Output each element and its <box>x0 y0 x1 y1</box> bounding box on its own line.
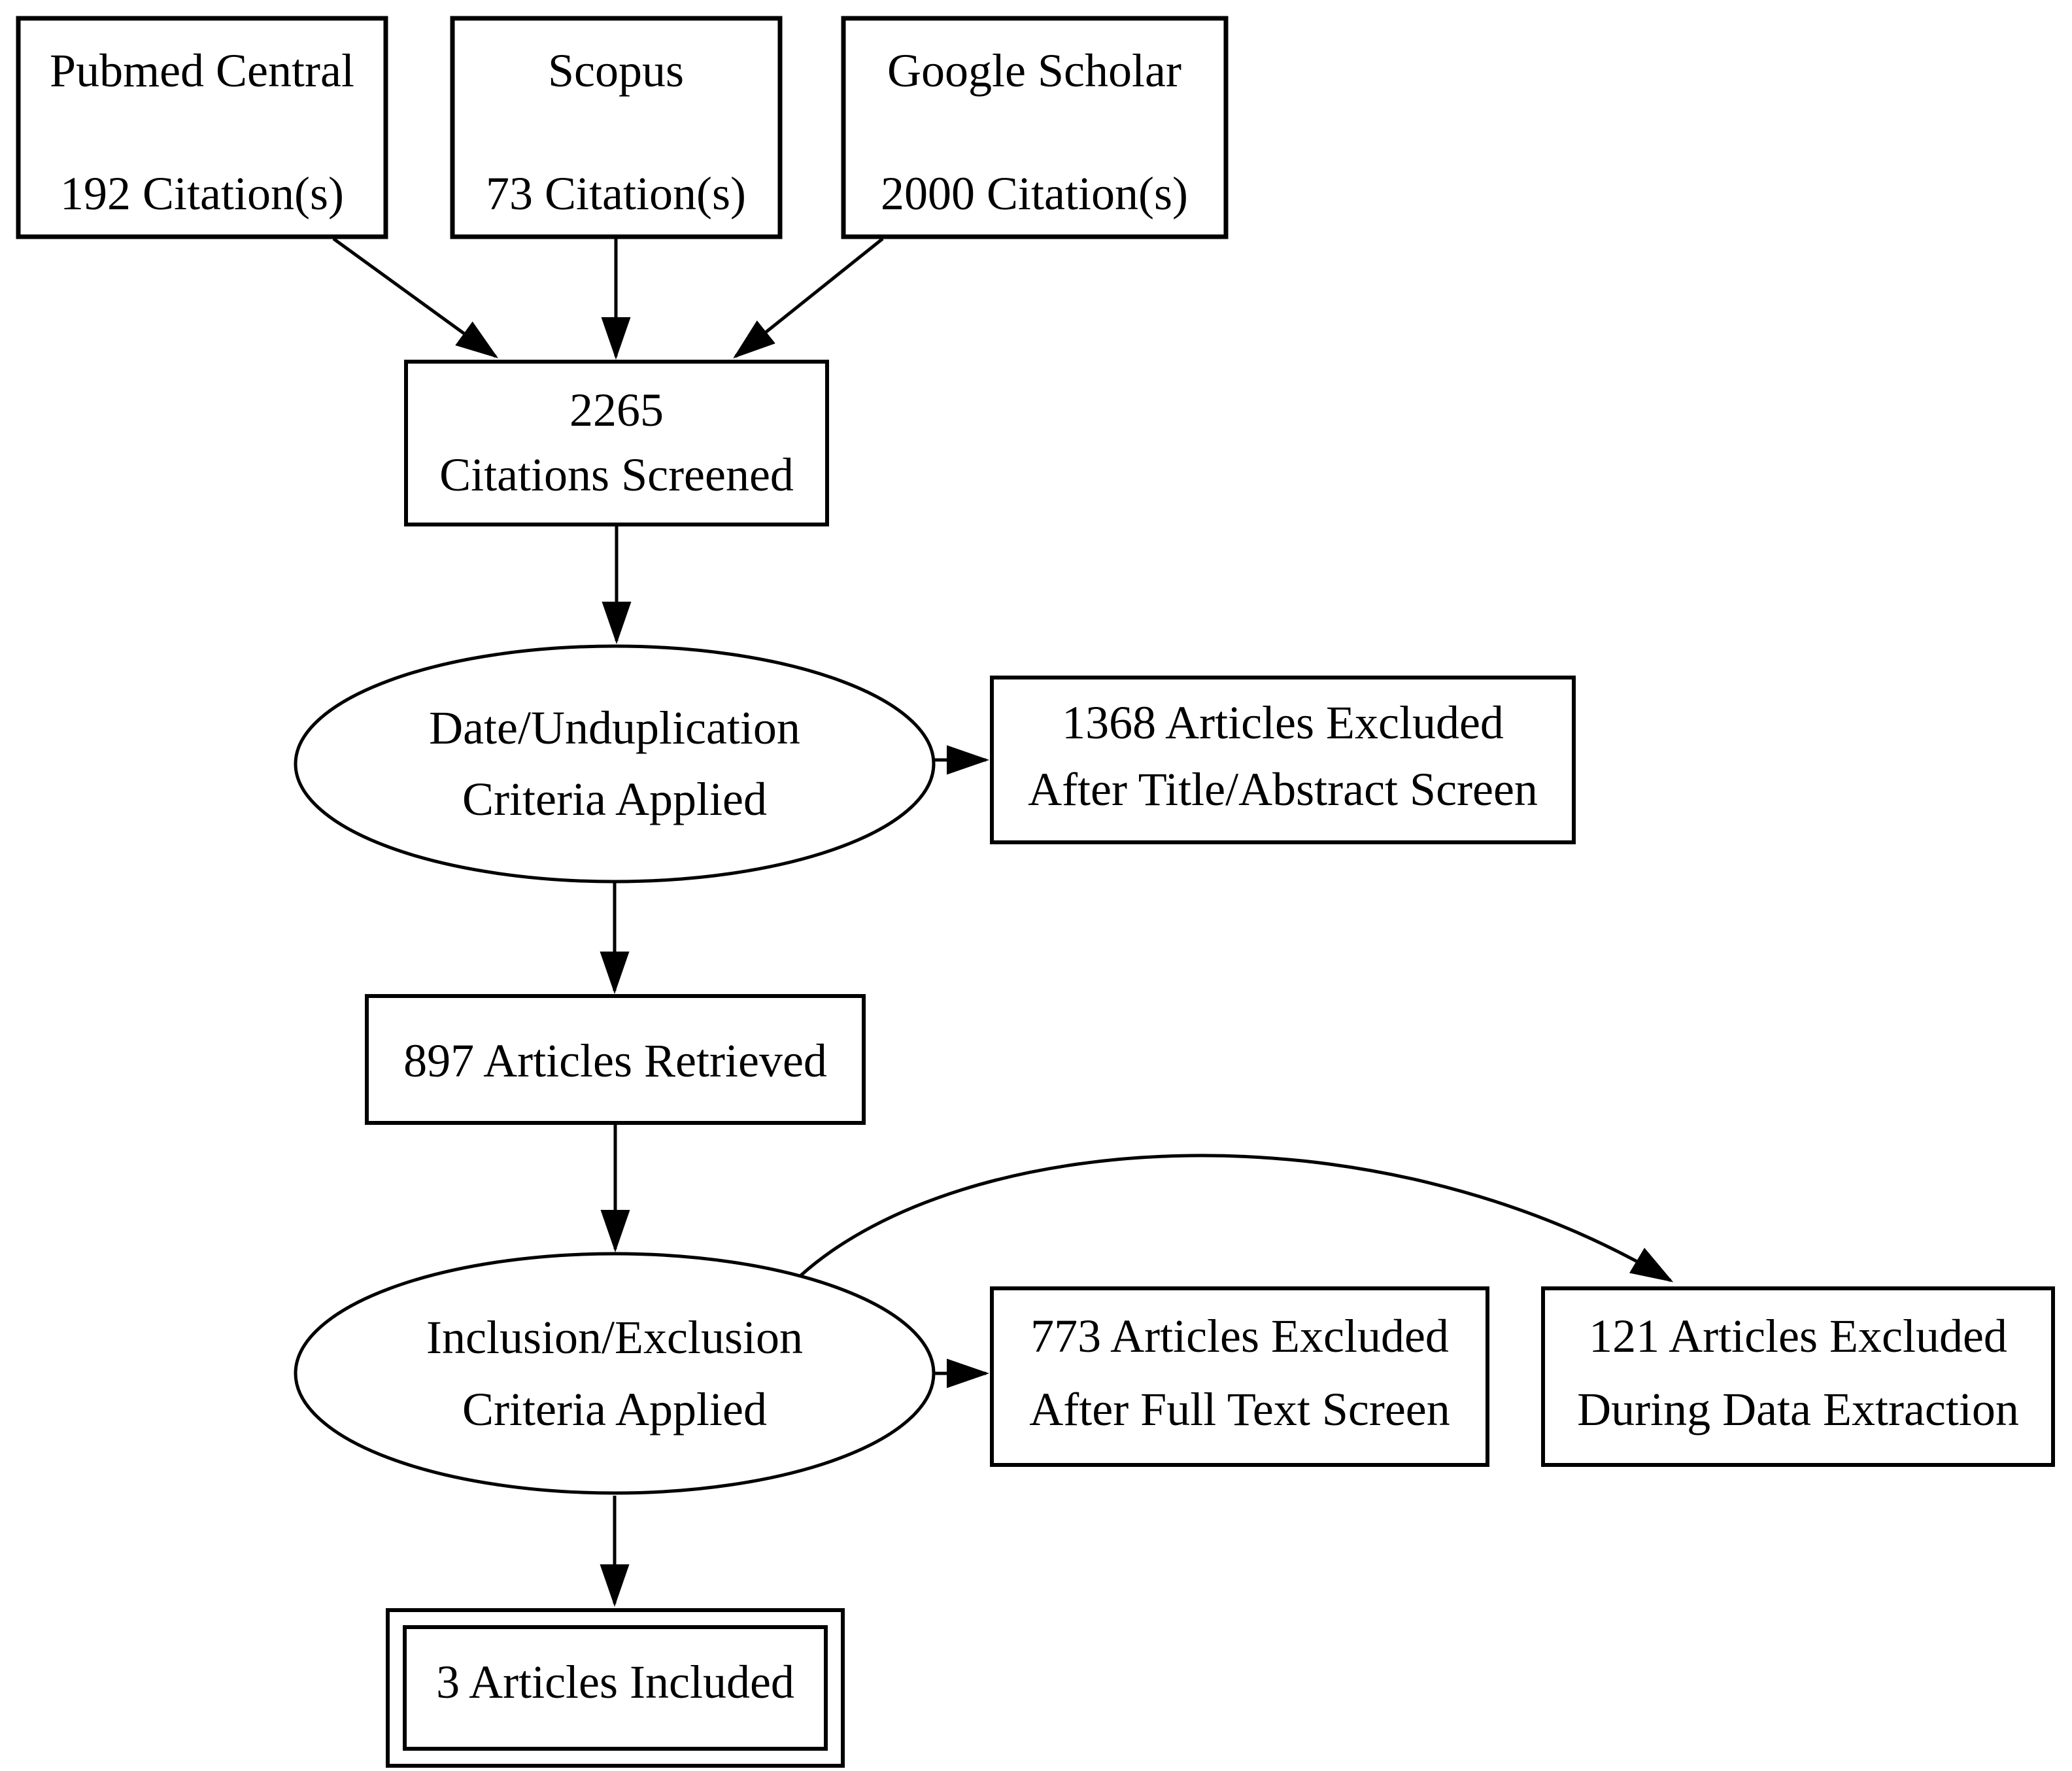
pubmed-box <box>16 16 388 239</box>
google-scholar-count: 2000 Citation(s) <box>881 167 1188 220</box>
excluded-title-abstract-line1: 1368 Articles Excluded <box>1062 696 1504 749</box>
date-unduplication-line2: Criteria Applied <box>462 773 767 825</box>
scopus-name: Scopus <box>548 44 684 97</box>
articles-included-inner-box <box>403 1625 828 1751</box>
excluded-data-extraction-line2: During Data Extraction <box>1577 1383 2019 1436</box>
articles-retrieved-label: 897 Articles Retrieved <box>403 1035 827 1087</box>
pubmed-count: 192 Citation(s) <box>60 167 344 220</box>
articles-included-label: 3 Articles Included <box>436 1656 794 1708</box>
arrow-inclusion-to-excluded-extraction <box>800 1154 1674 1282</box>
date-unduplication-ellipse <box>294 644 936 884</box>
excluded-title-abstract-box <box>990 676 1576 844</box>
excluded-data-extraction-box <box>1541 1286 2055 1467</box>
arrow-google-to-screened <box>733 237 884 359</box>
citations-screened-count: 2265 <box>569 384 664 436</box>
inclusion-exclusion-ellipse <box>294 1252 936 1495</box>
pubmed-name: Pubmed Central <box>50 44 354 97</box>
google-scholar-box <box>841 16 1229 239</box>
scopus-count: 73 Citation(s) <box>486 167 746 220</box>
excluded-full-text-box <box>990 1286 1489 1467</box>
excluded-data-extraction-line1: 121 Articles Excluded <box>1589 1310 2007 1362</box>
scopus-box <box>450 16 783 239</box>
google-scholar-name: Google Scholar <box>887 44 1181 97</box>
excluded-title-abstract-line2: After Title/Abstract Screen <box>1028 763 1538 816</box>
citations-screened-label: Citations Screened <box>439 449 794 501</box>
excluded-full-text-line2: After Full Text Screen <box>1029 1383 1450 1436</box>
inclusion-exclusion-line1: Inclusion/Exclusion <box>426 1311 803 1364</box>
date-unduplication-line1: Date/Unduplication <box>429 702 800 754</box>
inclusion-exclusion-line2: Criteria Applied <box>462 1383 767 1436</box>
citations-screened-box <box>404 360 829 526</box>
excluded-full-text-line1: 773 Articles Excluded <box>1030 1310 1449 1362</box>
articles-retrieved-box <box>365 994 866 1125</box>
arrow-pubmed-to-screened <box>332 237 499 358</box>
